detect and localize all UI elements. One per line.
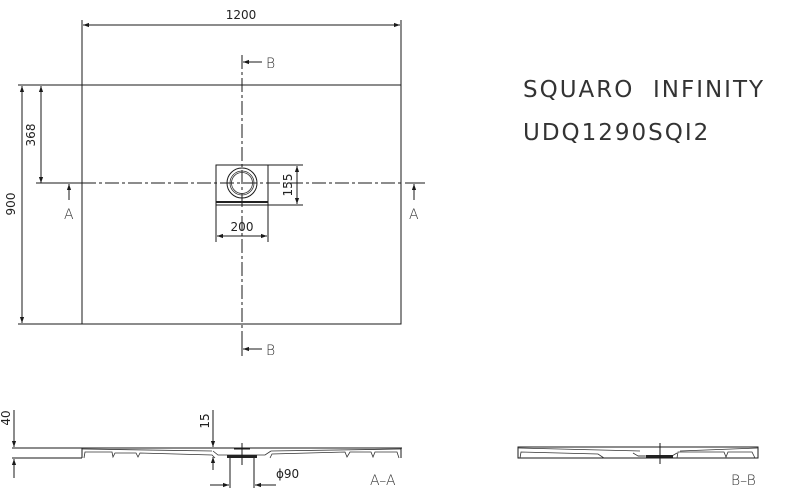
width-dim-label: 1200	[226, 8, 257, 22]
product-name: SQUARO INFINITY	[523, 77, 765, 103]
section-mark-a-left: A	[58, 182, 80, 223]
drain-diameter-label: ϕ90	[276, 467, 299, 481]
plan-view: 1200 900 368 B B	[4, 8, 425, 359]
drain-offset-label: 368	[24, 124, 38, 147]
svg-text:A: A	[409, 207, 419, 223]
drain-depth-dimension: 15	[198, 410, 216, 470]
drain-height-label: 155	[281, 174, 295, 197]
drain	[215, 164, 269, 206]
svg-text:A: A	[64, 207, 74, 223]
section-mark-a-right: A	[405, 182, 424, 223]
drain-offset-dimension: 368	[24, 86, 82, 184]
section-a-label: A–A	[370, 473, 396, 489]
model-code: UDQ1290SQI2	[523, 120, 710, 146]
height-dim-label: 40	[0, 410, 13, 425]
section-a-a: 40 15 ϕ90 A–A	[0, 410, 402, 489]
drain-width-label: 200	[231, 220, 254, 234]
drain-height-dimension: 155	[268, 164, 303, 206]
width-dimension: 1200	[83, 8, 400, 28]
title-block: SQUARO INFINITY UDQ1290SQI2	[523, 77, 765, 146]
svg-text:B: B	[266, 56, 275, 72]
section-mark-b-bottom: B	[241, 338, 275, 359]
depth-dim-label: 900	[4, 193, 18, 216]
drain-diameter-dimension: ϕ90	[210, 458, 299, 488]
drain-width-dimension: 200	[215, 205, 269, 242]
section-b-label: B–B	[731, 473, 756, 489]
section-mark-b-top: B	[241, 55, 275, 72]
svg-text:B: B	[266, 343, 275, 359]
section-b-b: B–B	[517, 443, 759, 489]
height-dimension: 40	[0, 410, 17, 478]
depth-dimension: 900	[4, 86, 25, 323]
drain-depth-label: 15	[198, 413, 212, 428]
